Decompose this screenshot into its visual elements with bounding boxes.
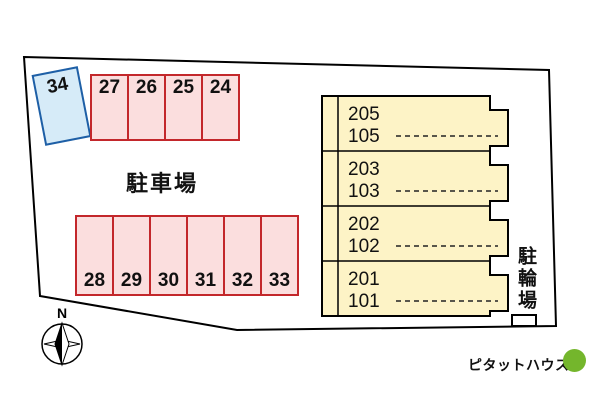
space-number: 27 — [98, 77, 121, 98]
parking-space-24: 24 — [201, 76, 238, 139]
space-number: 25 — [172, 77, 195, 98]
parking-space-31: 31 — [186, 217, 223, 294]
space-number: 33 — [268, 270, 291, 291]
bicycle-shed-outline — [511, 314, 537, 327]
unit-number-lower: 103 — [348, 181, 380, 202]
space-number: 28 — [83, 270, 106, 291]
parking-area-label: 駐車場 — [126, 171, 199, 196]
compass-rose: N — [41, 305, 83, 367]
unit-number-upper: 203 — [348, 159, 380, 180]
parking-space-27: 27 — [92, 76, 127, 139]
unit-number-lower: 101 — [348, 291, 380, 312]
compass-needle-dark-half — [55, 323, 62, 365]
space-number: 34 — [45, 73, 70, 99]
space-number: 31 — [194, 270, 217, 291]
parking-space-29: 29 — [112, 217, 149, 294]
unit-number-lower: 102 — [348, 236, 380, 257]
unit-number-upper: 201 — [348, 269, 380, 290]
bicycle-area-label: 駐輪場 — [515, 246, 536, 312]
space-number: 24 — [209, 77, 232, 98]
logo-text: ピタットハウス — [468, 357, 570, 373]
compass-north-label: N — [57, 305, 67, 321]
parking-space-26: 26 — [127, 76, 164, 139]
unit-number-upper: 202 — [348, 214, 380, 235]
parking-row-top: 27 26 25 24 — [90, 74, 240, 141]
parking-row-bottom: 28 29 30 31 32 33 — [75, 215, 299, 296]
parking-space-28: 28 — [77, 217, 112, 294]
parking-space-32: 32 — [223, 217, 260, 294]
unit-number-lower: 105 — [348, 126, 380, 147]
parking-space-33: 33 — [260, 217, 297, 294]
space-number: 32 — [231, 270, 254, 291]
unit-number-upper: 205 — [348, 104, 380, 125]
parking-space-25: 25 — [164, 76, 201, 139]
logo-green-circle-icon — [563, 349, 586, 372]
space-number: 26 — [135, 77, 158, 98]
property-boundary — [22, 55, 558, 332]
space-number: 29 — [120, 270, 143, 291]
parking-space-30: 30 — [149, 217, 186, 294]
space-number: 30 — [157, 270, 180, 291]
